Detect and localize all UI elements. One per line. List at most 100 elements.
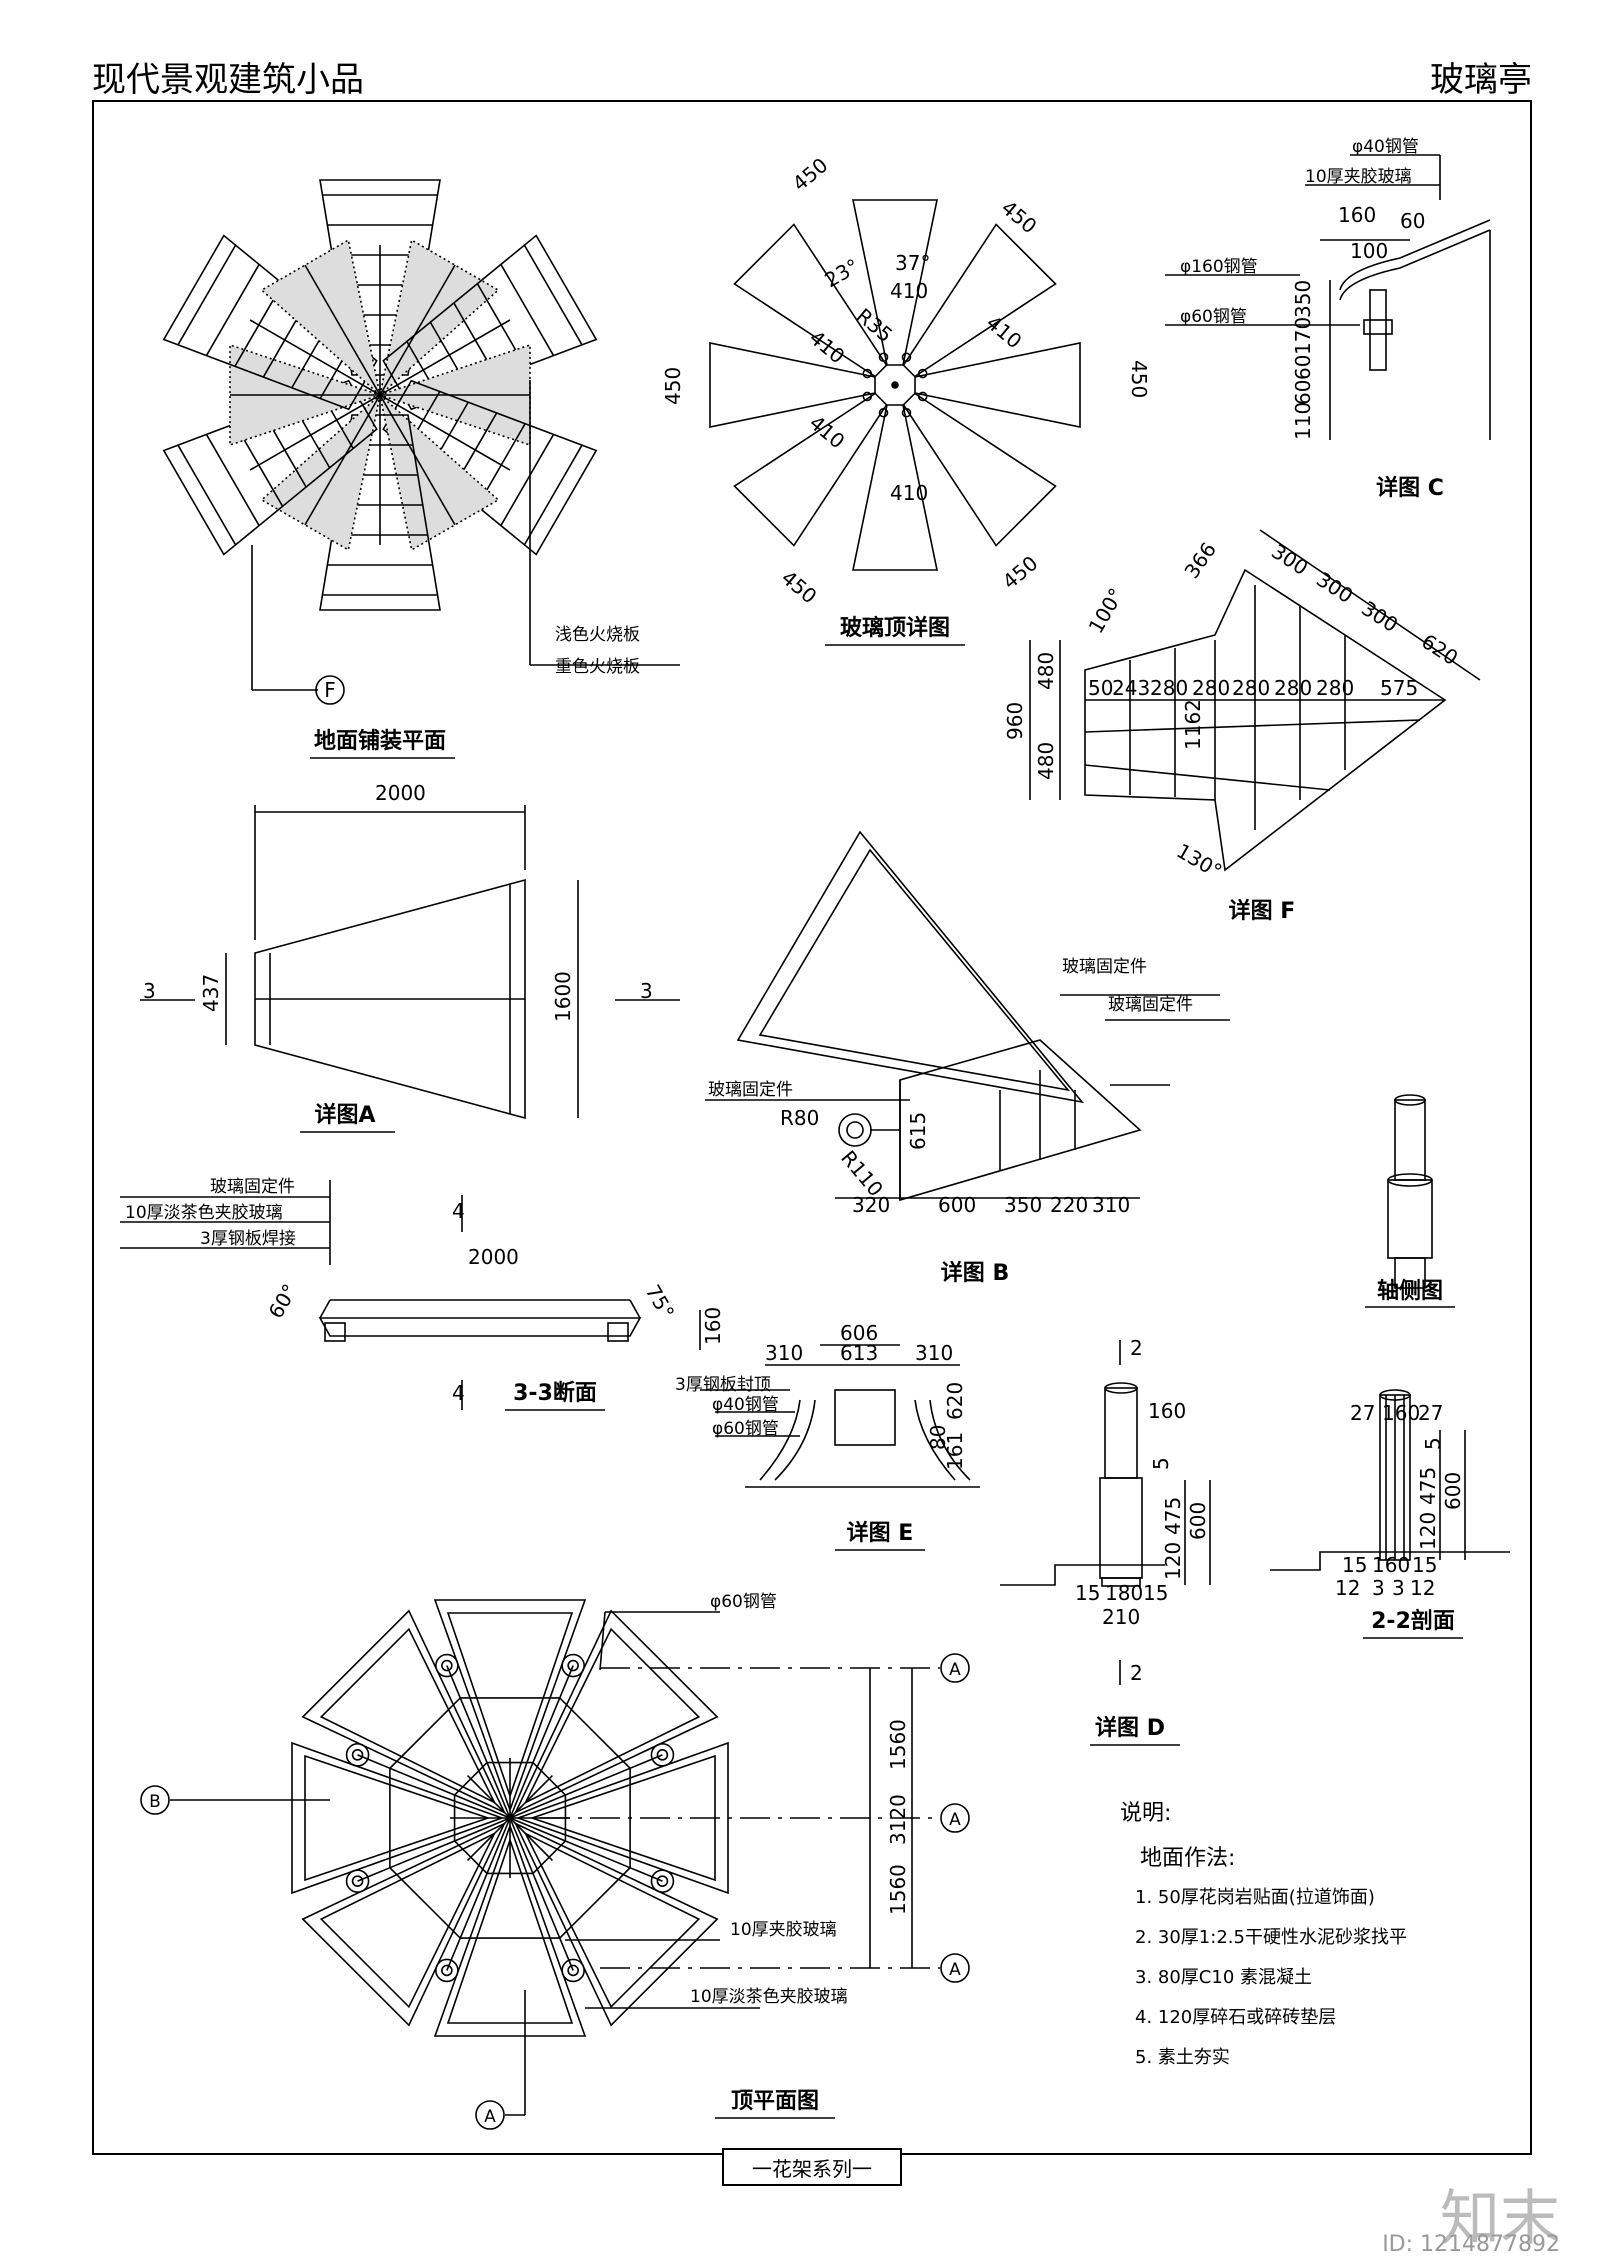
detail-a (140, 805, 680, 1120)
center-rib (454, 1794, 511, 1819)
dim-gt-2: 450 (661, 367, 685, 405)
caption-axon: 轴侧图 (1377, 1278, 1443, 1304)
radial-line (379, 264, 456, 396)
dim-s22-12: 3 (1392, 1576, 1405, 1600)
dim-gt-3: 450 (1127, 360, 1151, 398)
steel-pipe (435, 1653, 459, 1678)
dim-b-0: R80 (780, 1106, 819, 1130)
radial-line (249, 319, 381, 396)
dim-d-8: 15 (1143, 1581, 1168, 1605)
glass-panel-inner (523, 1831, 701, 2009)
dim-c-0: 160 (1338, 203, 1376, 227)
axis-a-1: A (949, 1660, 961, 1680)
label-e-pipe60: φ60钢管 (712, 1419, 779, 1439)
top-plan (291, 1599, 729, 2037)
section-2-2-dims: 27 160 27 5 475 600 120 15 160 15 12 3 3… (1335, 1401, 1465, 1600)
caption-detail-e: 详图 E (847, 1520, 914, 1546)
dim-s22-4: 475 (1416, 1467, 1440, 1505)
dim-c-5: 60 (1291, 355, 1315, 380)
dim-e-5: 80 (926, 1425, 950, 1450)
glass-panel-inner (446, 1612, 574, 1799)
dim-f-1: 300 (1267, 539, 1312, 580)
axis-b: B (149, 1792, 161, 1812)
dim-s22-3: 5 (1421, 1437, 1445, 1450)
dim-d-9: 210 (1102, 1605, 1140, 1629)
dim-d-7: 180 (1105, 1581, 1143, 1605)
support-beam (446, 1665, 488, 1763)
dim-f-3: 300 (1357, 596, 1402, 637)
label-glass-fix-3: 玻璃固定件 (708, 1080, 793, 1100)
glass-blade (852, 199, 938, 366)
dim-d-0: 2 (1130, 1336, 1143, 1360)
notes-item: 5. 素土夯实 (1135, 2047, 1230, 2068)
dim-f-6: 480 (1034, 652, 1058, 690)
detail-f-dims: 366 300 300 300 620 100° 480 480 960 50 … (1003, 538, 1462, 884)
label-e-steel-cap: 3厚钢板封顶 (675, 1375, 771, 1395)
detail-f (1029, 529, 1481, 872)
center-rib (509, 1762, 534, 1819)
center-rib (509, 1817, 553, 1861)
support-beam (357, 1840, 455, 1882)
dim-e-1: 310 (765, 1341, 803, 1365)
dim-b-6: 220 (1050, 1193, 1088, 1217)
header-title-right: 玻璃亭 (1430, 60, 1532, 100)
dim-e-6: 161 (943, 1432, 967, 1470)
detail-d-dims: 2 160 5 475 600 120 15 180 15 210 2 (1075, 1336, 1210, 1685)
dim-gt-5: 450 (998, 551, 1043, 594)
dim-f-15: 280 (1316, 676, 1354, 700)
dim-d-1: 160 (1148, 1399, 1186, 1423)
glass-blade (709, 342, 876, 428)
dim-f-7: 480 (1034, 742, 1058, 780)
label-glass-fix-2: 玻璃固定件 (1108, 995, 1193, 1015)
glass-panel (301, 1609, 507, 1815)
caption-detail-a: 详图A (314, 1102, 375, 1128)
detail-b (705, 830, 1230, 1202)
glass-panel (513, 1821, 719, 2027)
glass-blade (902, 392, 1057, 547)
section-3-3-labels: 玻璃固定件 10厚淡茶色夹胶玻璃 3厚钢板焊接 2000 60° 75° 160… (125, 1177, 725, 1405)
dim-s33-4: 4 (452, 1199, 465, 1223)
paving-joint (205, 264, 260, 356)
dim-b-2: 615 (906, 1112, 930, 1150)
glass-panel (291, 1741, 505, 1895)
glass-panel-inner (319, 1627, 497, 1805)
dim-f-12: 280 (1192, 676, 1230, 700)
steel-pipe-inner (656, 1749, 669, 1761)
glass-blade (733, 392, 888, 547)
radial-line (379, 319, 511, 396)
radial-line (304, 394, 381, 526)
support-beam (532, 1665, 574, 1763)
section-2-2 (1270, 1389, 1510, 1571)
dim-d-3: 475 (1161, 1497, 1185, 1535)
label-tp-pipe60: φ60钢管 (710, 1592, 777, 1612)
dim-gt-10: 410 (805, 325, 850, 368)
center-rib (509, 1817, 566, 1842)
support-beam (565, 1840, 663, 1882)
notes-subtitle: 地面作法: (1140, 1846, 1236, 1871)
center-rib (454, 1817, 511, 1842)
caption-detail-d: 详图 D (1095, 1715, 1165, 1741)
label-s33-glass-fix: 玻璃固定件 (210, 1177, 295, 1197)
fixing-hole (862, 391, 873, 402)
steel-pipe-inner (567, 1964, 579, 1977)
dim-gt-6: 37° (895, 251, 930, 275)
header-title-left: 现代景观建筑小品 (92, 60, 364, 100)
dim-gt-0: 450 (788, 153, 833, 196)
paving-joint (177, 444, 237, 546)
dim-d-6: 15 (1075, 1581, 1100, 1605)
dim-d-5: 120 (1161, 1542, 1185, 1580)
glass-panel (433, 1599, 587, 1813)
caption-section-22: 2-2剖面 (1371, 1608, 1455, 1634)
watermark-brand: 知末 (1440, 2184, 1560, 2254)
dim-b-4: 600 (938, 1193, 976, 1217)
dim-s22-2: 27 (1418, 1401, 1443, 1425)
dim-c-2: 100 (1350, 239, 1388, 263)
dim-s22-6: 120 (1416, 1512, 1440, 1550)
section-3-3 (120, 1180, 701, 1410)
dim-f-5: 100° (1084, 584, 1129, 638)
center-rib (509, 1817, 534, 1874)
support-beam (357, 1754, 455, 1796)
dim-f-18: 130° (1173, 839, 1227, 884)
dim-e-4: 620 (943, 1382, 967, 1420)
glass-top-detail (709, 199, 1081, 571)
